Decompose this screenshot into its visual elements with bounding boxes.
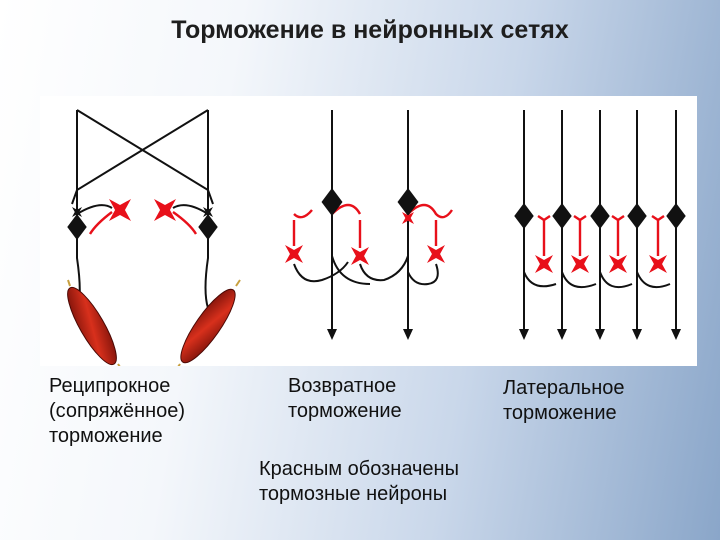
reciprocal-scheme xyxy=(71,109,214,309)
lateral-inhib-3 xyxy=(609,255,627,273)
caption-legend-line-1: Красным обозначены xyxy=(259,458,459,480)
caption-legend: Красным обозначены тормозные нейроны xyxy=(259,457,459,507)
recurrent-arrow-b xyxy=(403,329,413,340)
synapse-left-icon xyxy=(72,207,82,217)
recurrent-inhib-2 xyxy=(351,247,369,265)
caption-reciprocal-line-1: Реципрокное xyxy=(49,375,171,397)
inhib-neuron-right xyxy=(154,199,176,221)
afferent-left xyxy=(76,109,214,218)
lateral-arrow-5 xyxy=(671,329,681,340)
tendon-lines xyxy=(67,279,241,366)
inhibition-diagram xyxy=(67,109,686,366)
lateral-arrow-4 xyxy=(632,329,642,340)
lateral-neuron-1 xyxy=(514,203,534,229)
recurrent-inhib-3 xyxy=(427,245,445,263)
lat-red-branches xyxy=(537,215,665,256)
lateral-inhib-1 xyxy=(535,255,553,273)
loop-b xyxy=(331,255,439,286)
inhib-link-right xyxy=(172,211,198,235)
lateral-arrow-1 xyxy=(519,329,529,340)
diagram-panel xyxy=(40,96,697,366)
muscle-left-icon xyxy=(67,286,117,366)
loop-a xyxy=(293,255,409,283)
lateral-arrow-3 xyxy=(595,329,605,340)
lateral-arrow-2 xyxy=(557,329,567,340)
lat-loops xyxy=(523,271,671,288)
motor-axon-right xyxy=(204,236,209,309)
caption-reciprocal: Реципрокное (сопряжённое) торможение xyxy=(49,374,185,449)
caption-lateral: Латеральное торможение xyxy=(503,376,625,426)
recurrent-synapse-icon xyxy=(402,212,414,224)
recurrent-neuron-b xyxy=(397,188,419,216)
recurrent-neuron-a xyxy=(321,188,343,216)
caption-reciprocal-line-2: (сопряжённое) xyxy=(49,400,186,422)
collateral-left xyxy=(76,204,113,215)
collateral-right xyxy=(172,204,209,215)
afferent-right xyxy=(71,109,209,218)
lateral-neuron-4 xyxy=(627,203,647,229)
red-dendrites xyxy=(292,220,438,248)
lateral-neuron-3 xyxy=(590,203,610,229)
muscle-right-icon xyxy=(180,288,236,364)
slide-title: Торможение в нейронных сетях xyxy=(171,16,569,44)
caption-recurrent: Возвратное торможение xyxy=(288,374,402,424)
recurrent-arrow-a xyxy=(327,329,337,340)
recurrent-inhib-1 xyxy=(285,245,303,263)
inhib-link-left xyxy=(88,211,113,235)
motor-neuron-left xyxy=(67,214,87,240)
synapse-right-icon xyxy=(203,207,213,217)
caption-legend-line-2: тормозные нейроны xyxy=(259,483,448,505)
caption-reciprocal-line-3: торможение xyxy=(49,425,163,447)
lateral-neuron-2 xyxy=(552,203,572,229)
recurrent-scheme xyxy=(292,110,453,332)
red-link-1 xyxy=(293,203,453,219)
lateral-inhib-4 xyxy=(649,255,667,273)
caption-lateral-line-1: Латеральное xyxy=(503,377,625,399)
lateral-neuron-5 xyxy=(666,203,686,229)
motor-neuron-right xyxy=(198,214,218,240)
lateral-inhib-2 xyxy=(571,255,589,273)
caption-lateral-line-2: торможение xyxy=(503,402,617,424)
caption-recurrent-line-1: Возвратное xyxy=(288,375,397,397)
inhib-neuron-left xyxy=(109,199,131,221)
caption-recurrent-line-2: торможение xyxy=(288,400,402,422)
